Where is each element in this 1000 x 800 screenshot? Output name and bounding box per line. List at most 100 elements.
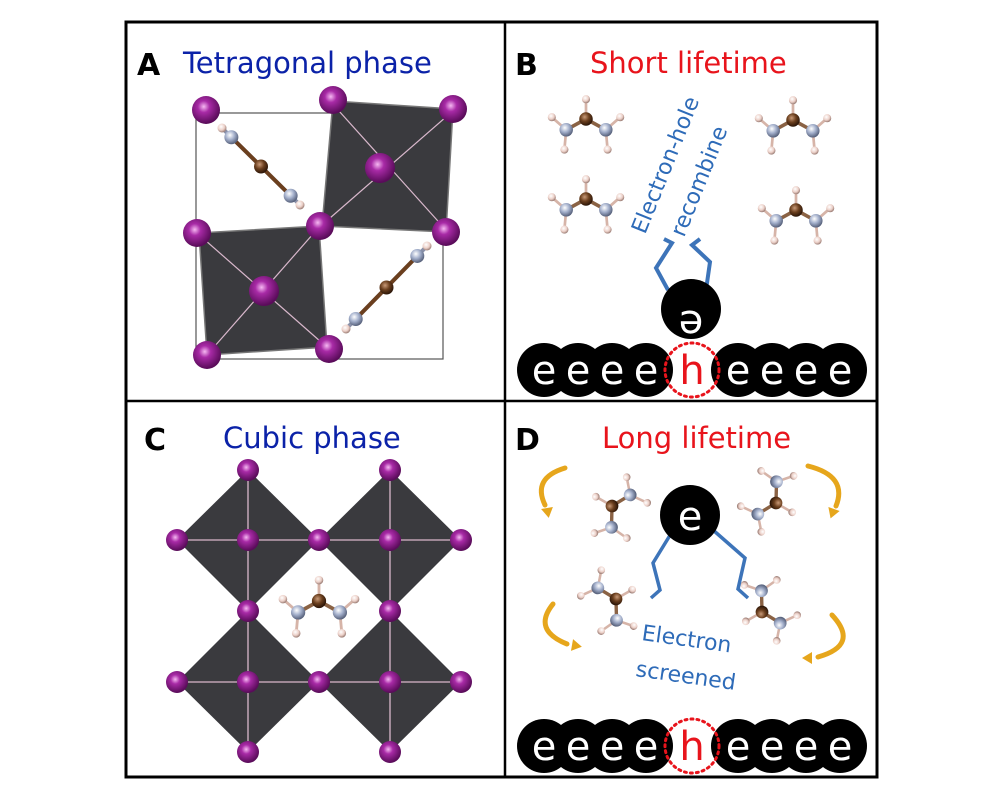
fa-molecule bbox=[341, 241, 432, 334]
hole-outline bbox=[663, 341, 721, 399]
arrow-arc bbox=[542, 601, 570, 647]
panel-grid bbox=[124, 20, 879, 779]
free-electron: e bbox=[661, 279, 721, 347]
panel-c: C Cubic phase bbox=[144, 421, 472, 763]
iodine-atom bbox=[193, 341, 221, 369]
fa-molecule bbox=[754, 96, 832, 155]
hydrogen-atom bbox=[789, 472, 798, 480]
panel-letter: B bbox=[515, 48, 538, 83]
rotation-arrow bbox=[802, 612, 846, 664]
iodine-atom bbox=[379, 600, 401, 622]
hydrogen-atom bbox=[295, 200, 305, 210]
panel-letter: D bbox=[515, 423, 540, 458]
rotation-arrow bbox=[542, 601, 582, 651]
fa-molecule bbox=[217, 123, 305, 210]
arrow-arc bbox=[538, 465, 568, 508]
hydrogen-atom bbox=[629, 622, 638, 630]
fa-molecules bbox=[278, 575, 360, 638]
hydrogen-atom bbox=[823, 114, 832, 123]
fa-molecule bbox=[547, 95, 625, 154]
nitrogen-atom bbox=[605, 520, 618, 534]
iodine-atom bbox=[308, 671, 330, 693]
electron-label: e bbox=[794, 348, 819, 394]
hydrogen-atom bbox=[576, 591, 585, 600]
iodine-atom bbox=[237, 459, 259, 481]
hydrogen-atom bbox=[314, 575, 324, 585]
lattice-electron bbox=[619, 719, 673, 773]
nitrogen-atom bbox=[766, 124, 780, 138]
iodine-atom bbox=[192, 96, 220, 124]
iodine-atom bbox=[439, 95, 467, 123]
electron-label: e bbox=[678, 494, 703, 540]
hydrogen-atom bbox=[754, 114, 763, 123]
hydrogen-atom bbox=[591, 492, 600, 501]
iodine-atom bbox=[166, 529, 188, 551]
electron-disc bbox=[619, 343, 673, 397]
arrow-head bbox=[828, 506, 840, 519]
carbon-atom bbox=[605, 499, 619, 513]
hydrogen-atom bbox=[773, 576, 781, 584]
nitrogen-atom bbox=[410, 248, 425, 263]
hydrogen-atom bbox=[628, 585, 637, 594]
iodine-atom bbox=[315, 335, 343, 363]
nitrogen-atom bbox=[332, 605, 348, 620]
rotation-arrow bbox=[538, 465, 568, 518]
hydrogen-atom bbox=[597, 566, 606, 575]
fa-molecule bbox=[590, 473, 652, 542]
fa-molecules bbox=[576, 467, 802, 645]
hydrogen-atom bbox=[757, 467, 765, 475]
hydrogen-atom bbox=[560, 225, 569, 234]
fa-molecules bbox=[217, 123, 432, 334]
carbon-atom bbox=[579, 192, 593, 206]
hydrogen-atom bbox=[547, 113, 556, 122]
iodine-atom bbox=[306, 212, 334, 240]
free-electron: e bbox=[660, 485, 720, 545]
iodine-atom bbox=[166, 671, 188, 693]
iodine-atom bbox=[379, 459, 401, 481]
nitrogen-atom bbox=[290, 605, 306, 620]
hydrogen-atom bbox=[616, 193, 625, 202]
hydrogen-atom bbox=[767, 146, 776, 155]
carbon-atom bbox=[311, 593, 327, 609]
nitrogen-atom bbox=[599, 203, 613, 217]
panel-title: Tetragonal phase bbox=[182, 46, 432, 80]
panel-letter: C bbox=[144, 423, 166, 458]
hydrogen-atom bbox=[741, 617, 750, 626]
rotation-arrow bbox=[805, 463, 842, 519]
hydrogen-atom bbox=[547, 193, 556, 202]
arrow-arc bbox=[805, 463, 842, 509]
electron-label: e bbox=[600, 724, 625, 770]
hydrogen-atom bbox=[603, 225, 612, 234]
nitrogen-atom bbox=[751, 507, 765, 521]
hydrogen-atom bbox=[740, 581, 749, 589]
hydrogen-atom bbox=[603, 145, 612, 154]
iodine-atom bbox=[365, 153, 395, 183]
nitrogen-atom bbox=[623, 488, 637, 502]
lattice-electron bbox=[619, 343, 673, 397]
carbon-atom bbox=[786, 113, 800, 127]
nitrogen-atom bbox=[773, 616, 787, 630]
screening-lines bbox=[649, 528, 750, 600]
iodine-atoms bbox=[166, 459, 472, 763]
hydrogen-atom bbox=[813, 236, 822, 245]
fa-molecule bbox=[740, 576, 802, 645]
carbon-atom bbox=[609, 592, 623, 606]
electron-label: e bbox=[679, 301, 704, 347]
hole-label: h bbox=[679, 348, 704, 394]
carbon-atom bbox=[755, 605, 769, 619]
nitrogen-atom bbox=[769, 214, 783, 228]
hydrogen-atom bbox=[810, 146, 819, 155]
hole: h bbox=[663, 341, 721, 399]
fa-molecule bbox=[278, 575, 360, 638]
hydrogen-atom bbox=[770, 236, 779, 245]
electron-disc bbox=[813, 343, 867, 397]
hydrogen-atom bbox=[616, 113, 625, 122]
hydrogen-atom bbox=[643, 498, 652, 507]
hydrogen-atom bbox=[772, 636, 781, 645]
electron-label: e bbox=[726, 348, 751, 394]
hydrogen-atom bbox=[826, 204, 835, 213]
electron-disc bbox=[619, 719, 673, 773]
iodine-atom bbox=[249, 276, 279, 306]
hydrogen-atom bbox=[736, 502, 745, 511]
